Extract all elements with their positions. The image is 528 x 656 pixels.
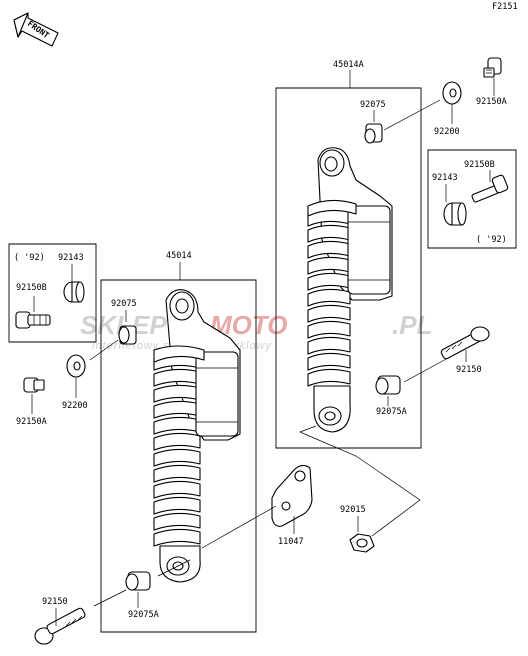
rear-shock-absorber (307, 147, 393, 433)
label-92150A-left: 92150A (16, 417, 47, 427)
bolt-92150B-left (15, 311, 51, 329)
top-bushing-front (118, 325, 137, 345)
bolt-bottom (34, 607, 86, 645)
label-92075-front: 92075 (111, 299, 137, 309)
bolt-92150B-right (471, 174, 509, 203)
label-92143-right: 92143 (432, 173, 458, 183)
bolt-mid-rear (440, 326, 490, 360)
label-92150-rear: 92150 (456, 365, 482, 375)
rear-assembly-frame (275, 87, 422, 449)
label-92075A-rear: 92075A (376, 407, 407, 417)
bottom-bushing-front (125, 571, 151, 591)
nut (349, 533, 375, 553)
label-45014: 45014 (166, 251, 192, 261)
washer-left (66, 354, 86, 378)
bottom-bushing-rear (375, 375, 401, 395)
watermark-brand-3: .PL (392, 310, 432, 340)
label-92015: 92015 (340, 505, 366, 515)
label-92143-left: 92143 (58, 253, 84, 263)
label-year-left: ( '92) (14, 253, 45, 263)
label-92075A-front: 92075A (128, 610, 159, 620)
label-92150B-left: 92150B (16, 283, 47, 293)
inset-left-frame (8, 243, 97, 343)
label-45014A: 45014A (333, 60, 364, 70)
label-92200-left: 92200 (62, 401, 88, 411)
bracket (271, 464, 313, 527)
front-direction-marker: FRONT (13, 12, 59, 47)
label-year-right: ( '92) (476, 235, 507, 245)
label-92200-rear: 92200 (434, 127, 460, 137)
label-11047: 11047 (278, 537, 304, 547)
label-92150B-right: 92150B (464, 160, 495, 170)
top-bushing-rear (364, 123, 383, 144)
front-shock-absorber (153, 289, 241, 583)
washer-rear (442, 81, 462, 105)
label-92150A-rear: 92150A (476, 97, 507, 107)
bolt-left (23, 377, 45, 393)
collar-92143-left (63, 281, 85, 303)
collar-92143-right (443, 202, 467, 226)
inset-right-frame (427, 149, 517, 249)
front-assembly-frame (100, 279, 257, 633)
label-92075-rear: 92075 (360, 100, 386, 110)
bolt-top-rear (483, 57, 502, 78)
label-92150-bottom: 92150 (42, 597, 68, 607)
figure-code: F2151 (492, 2, 518, 12)
